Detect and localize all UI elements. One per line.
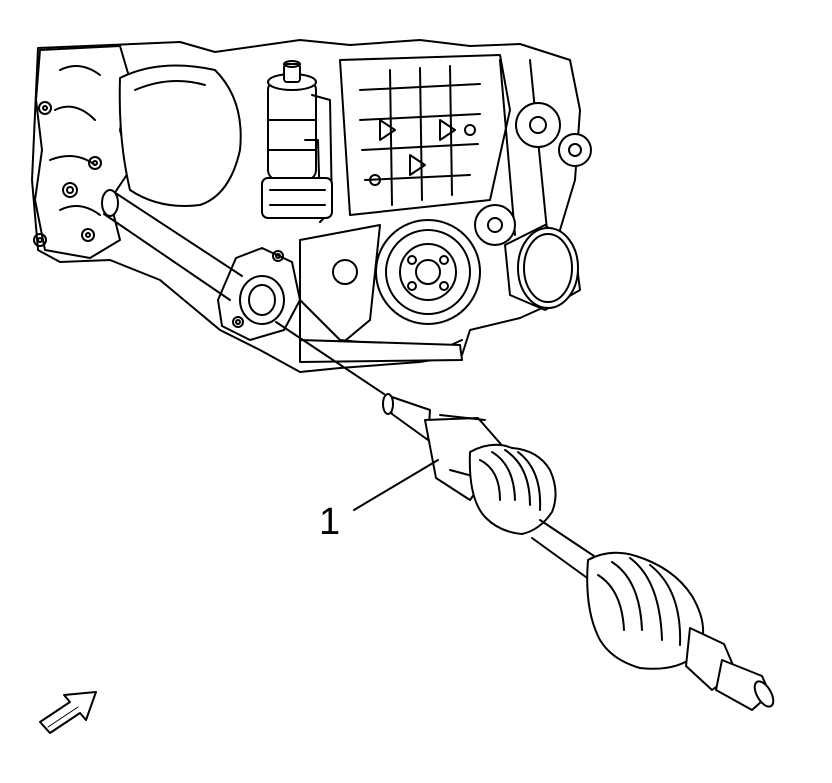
drive-axle-shaft <box>382 393 775 711</box>
engine-assembly <box>31 39 592 373</box>
intermediate-shaft <box>101 189 243 301</box>
alignment-line <box>275 321 385 395</box>
callout-leader-1 <box>353 459 439 511</box>
view-direction-arrow-icon <box>39 691 97 734</box>
callout-label-1: 1 <box>319 501 341 543</box>
